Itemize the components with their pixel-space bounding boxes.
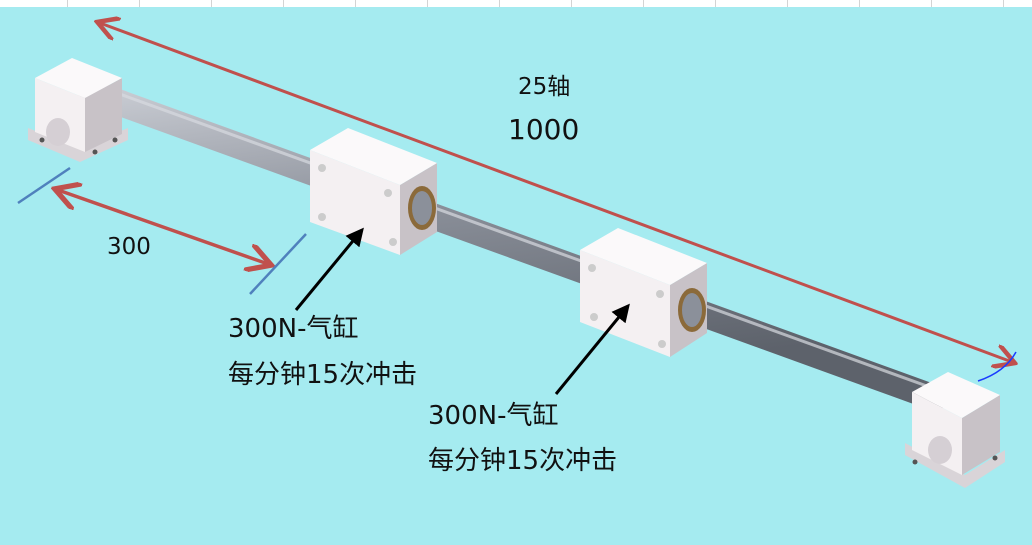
shaft-label: 25轴 bbox=[518, 74, 571, 100]
marker-arc-end bbox=[977, 351, 1017, 382]
carriage-block-2 bbox=[580, 228, 707, 357]
grid-line bbox=[715, 0, 716, 7]
grid-line bbox=[283, 0, 284, 7]
spreadsheet-grid-strip bbox=[0, 0, 1032, 7]
grid-line bbox=[499, 0, 500, 7]
spacing-label: 300 bbox=[107, 234, 151, 260]
callout-arrow-2 bbox=[554, 303, 630, 395]
cylinder1-frequency-label: 每分钟15次冲击 bbox=[228, 360, 418, 390]
marker-line-left bbox=[17, 166, 71, 205]
grid-line bbox=[139, 0, 140, 7]
left-shaft-support bbox=[28, 58, 128, 162]
right-shaft-support bbox=[905, 372, 1005, 488]
grid-line bbox=[571, 0, 572, 7]
grid-line bbox=[355, 0, 356, 7]
cylinder2-frequency-label: 每分钟15次冲击 bbox=[428, 446, 618, 476]
marker-line-right bbox=[249, 233, 307, 295]
cylinder1-force-label: 300N-气缸 bbox=[228, 314, 359, 344]
cylinder2-force-label: 300N-气缸 bbox=[428, 401, 559, 431]
grid-line bbox=[67, 0, 68, 7]
grid-line bbox=[211, 0, 212, 7]
grid-line bbox=[427, 0, 428, 7]
carriage-block-1 bbox=[310, 128, 437, 255]
grid-line bbox=[643, 0, 644, 7]
grid-line bbox=[859, 0, 860, 7]
callout-arrow-1 bbox=[294, 227, 364, 311]
grid-line bbox=[931, 0, 932, 7]
length-label: 1000 bbox=[508, 113, 580, 146]
grid-line bbox=[787, 0, 788, 7]
grid-line bbox=[1003, 0, 1004, 7]
spacing-dimension-arrow bbox=[58, 190, 268, 264]
length-dimension-arrow bbox=[100, 23, 1012, 362]
